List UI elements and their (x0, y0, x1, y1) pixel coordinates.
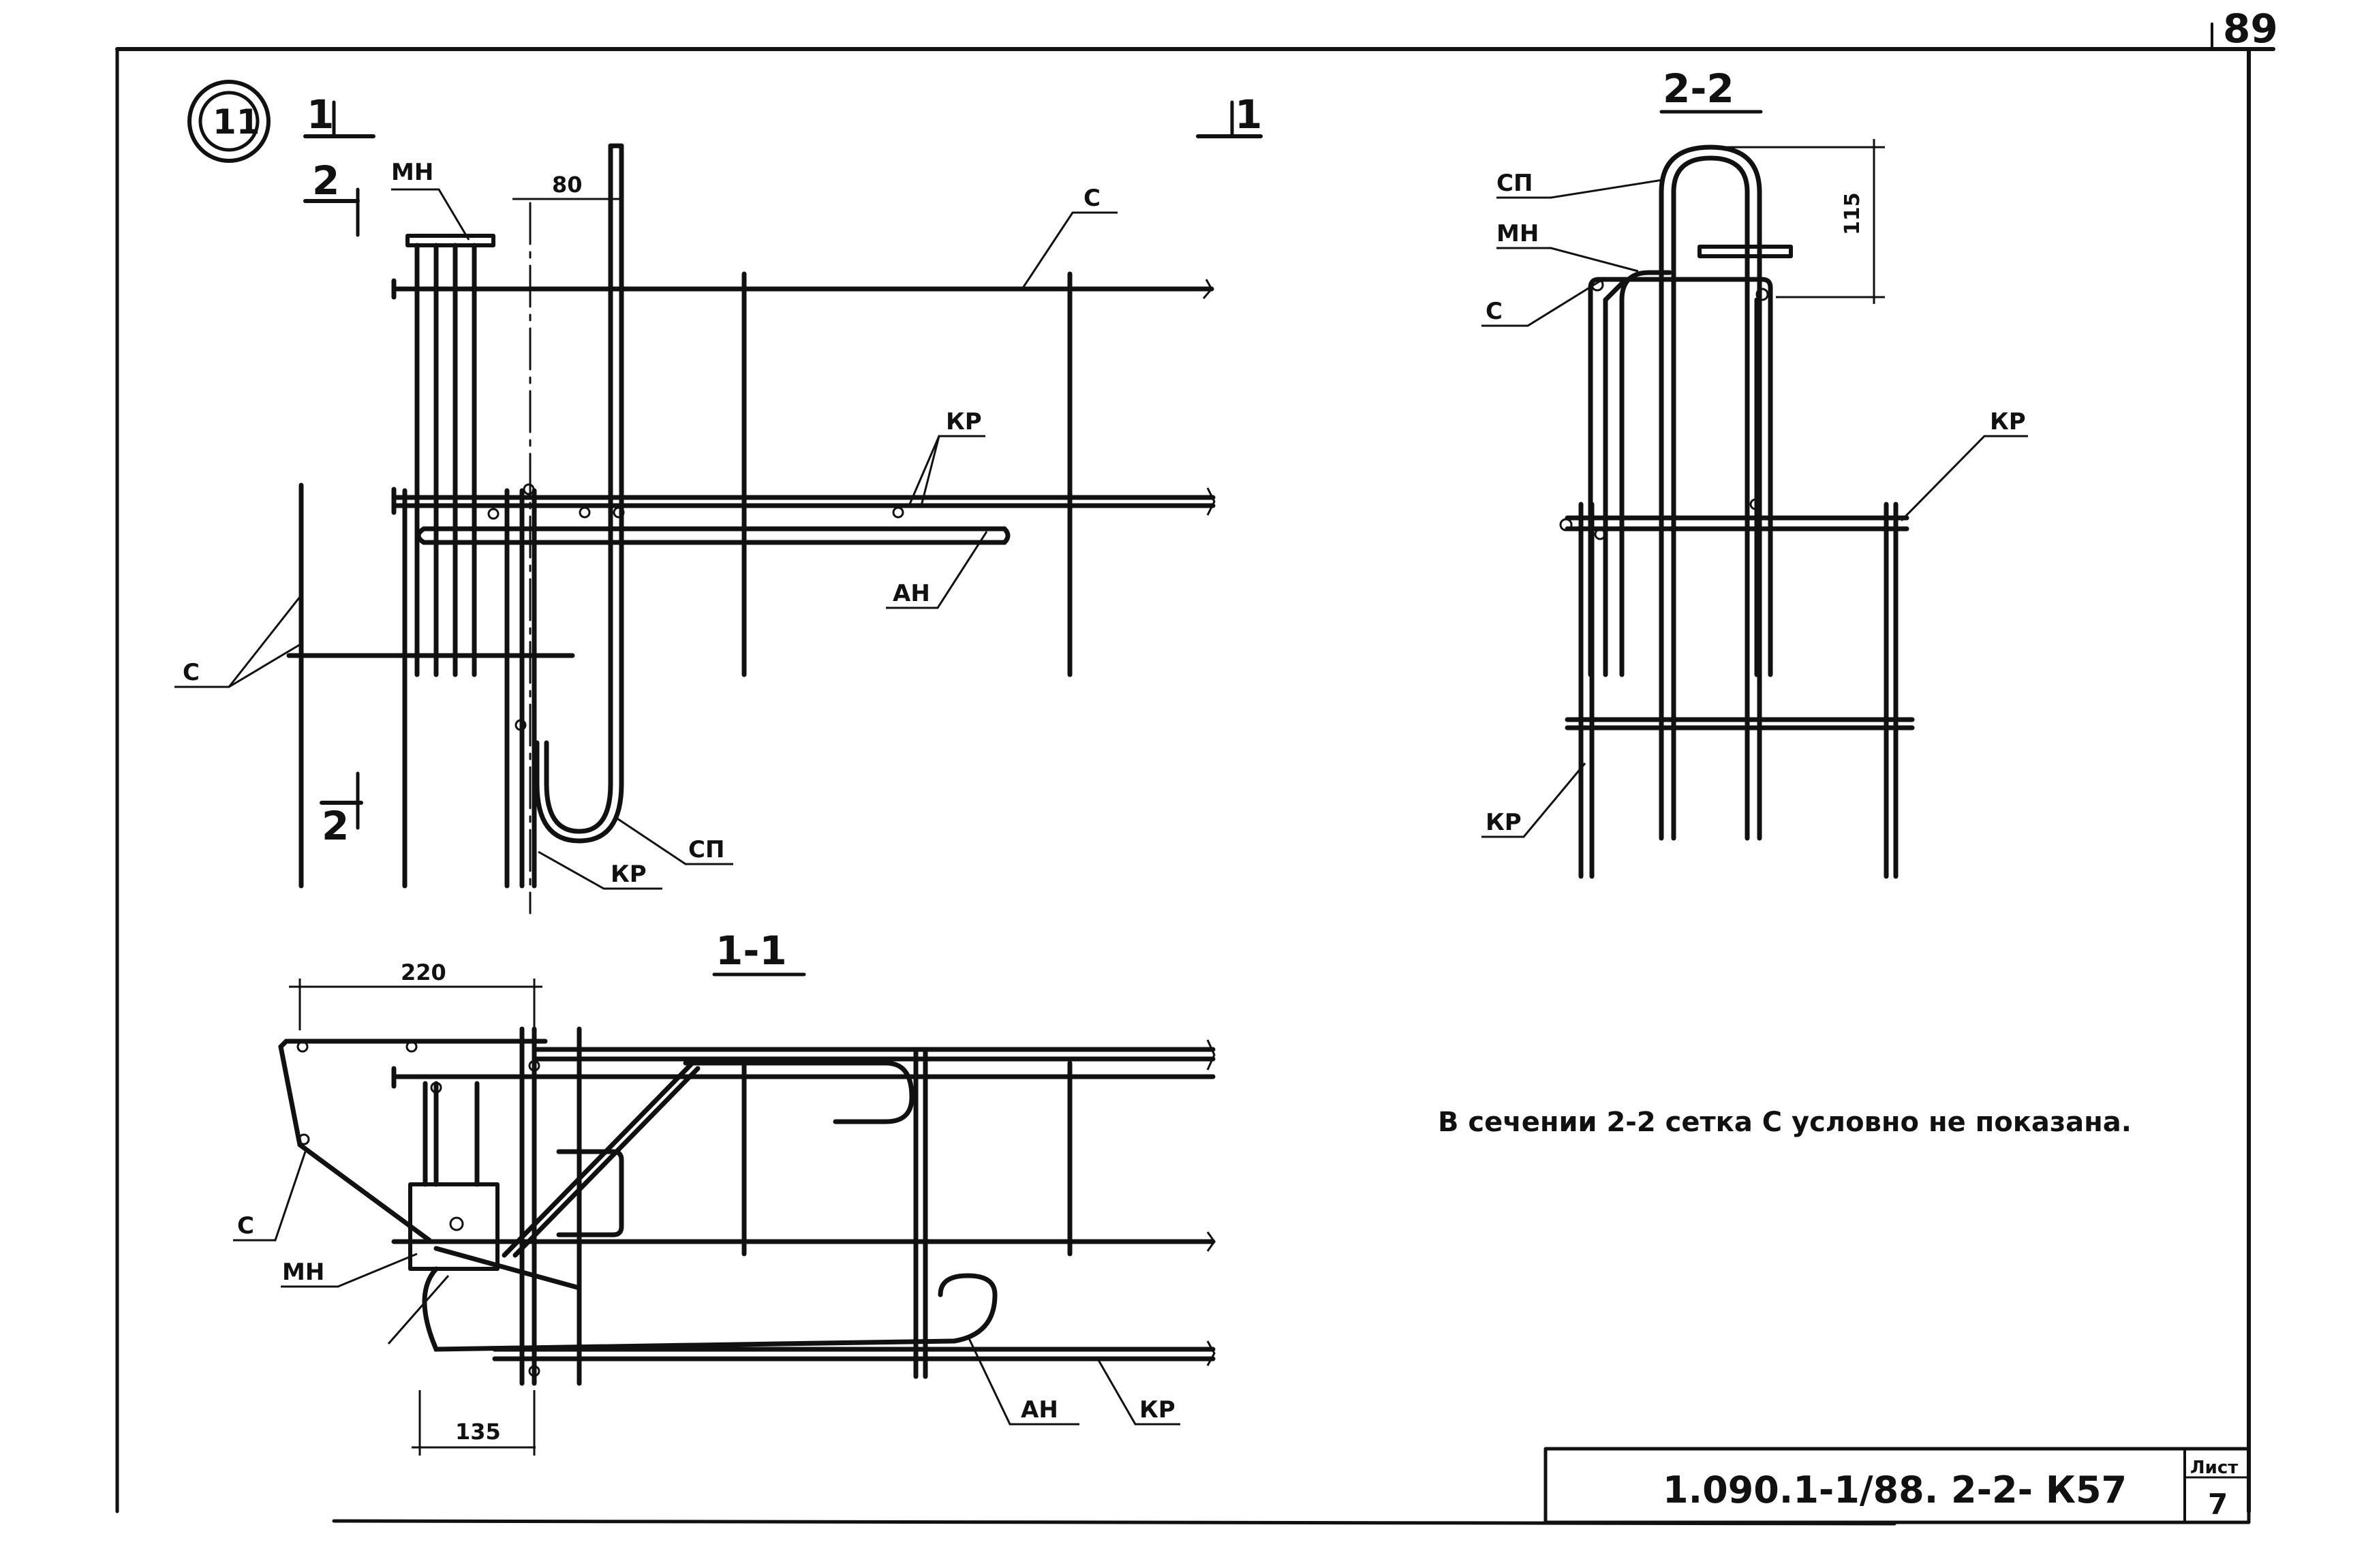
section-2-2-label-mn: МН (1496, 220, 1539, 247)
section-2-2-label-sp: СП (1496, 170, 1533, 197)
section-1-1-leaders (233, 1151, 1180, 1426)
cut-1-right-label: 1 (1235, 91, 1262, 138)
cut-mark-1-left (303, 100, 375, 138)
main-dim-80: 80 (552, 172, 583, 198)
main-label-sp: СП (688, 836, 724, 863)
page-number: 89 (2223, 5, 2278, 52)
section-2-2-label-kr-right: КР (1990, 408, 2026, 435)
section-1-1-label-mn: МН (282, 1259, 324, 1286)
node-number: 11 (213, 102, 260, 142)
section-1-1-label-an: АН (1021, 1396, 1058, 1424)
section-1-1-dim-220: 220 (401, 959, 446, 985)
section-1-1-label-c: С (237, 1212, 254, 1240)
section-2-2-label-c: С (1486, 298, 1503, 325)
cut-mark-1-right (1196, 100, 1263, 138)
section-2-2-view (1559, 139, 1915, 879)
drawing-code: 1.090.1-1/88. 2-2- К57 (1663, 1469, 2127, 1511)
main-view-leaders (174, 188, 1118, 890)
section-2-2-leaders (1481, 179, 2028, 838)
sheet-number: 7 (2208, 1488, 2228, 1521)
sheet-frame (115, 22, 2275, 1526)
cut-2-top-label: 2 (312, 157, 339, 204)
main-label-an: АН (893, 580, 930, 607)
title-block (1543, 1447, 2251, 1524)
section-1-1-view (278, 979, 1216, 1456)
section-1-1-dim-135: 135 (455, 1419, 501, 1445)
section-2-2-title: 2-2 (1663, 65, 1734, 112)
note-text: В сечении 2-2 сетка С условно не показан… (1438, 1107, 2132, 1138)
section-2-2-dim-115: 115 (1841, 192, 1864, 235)
section-1-1-title: 1-1 (716, 927, 787, 974)
cut-1-left-label: 1 (307, 91, 334, 138)
main-label-c-top: С (1084, 185, 1101, 212)
cut-mark-2-top (303, 187, 360, 237)
cut-mark-2-bottom (320, 771, 363, 830)
main-label-mn: МН (391, 159, 433, 186)
cut-2-bottom-label: 2 (322, 803, 349, 849)
main-view (286, 143, 1216, 914)
node-marker (187, 80, 271, 163)
section-1-1-label-kr: КР (1139, 1396, 1176, 1424)
main-label-kr: КР (946, 408, 982, 435)
section-2-2-label-kr-left: КР (1486, 809, 1522, 836)
main-label-kr-bottom: КР (611, 861, 647, 888)
main-label-c-left: С (183, 659, 200, 686)
sheet-label: Лист (2190, 1458, 2238, 1478)
